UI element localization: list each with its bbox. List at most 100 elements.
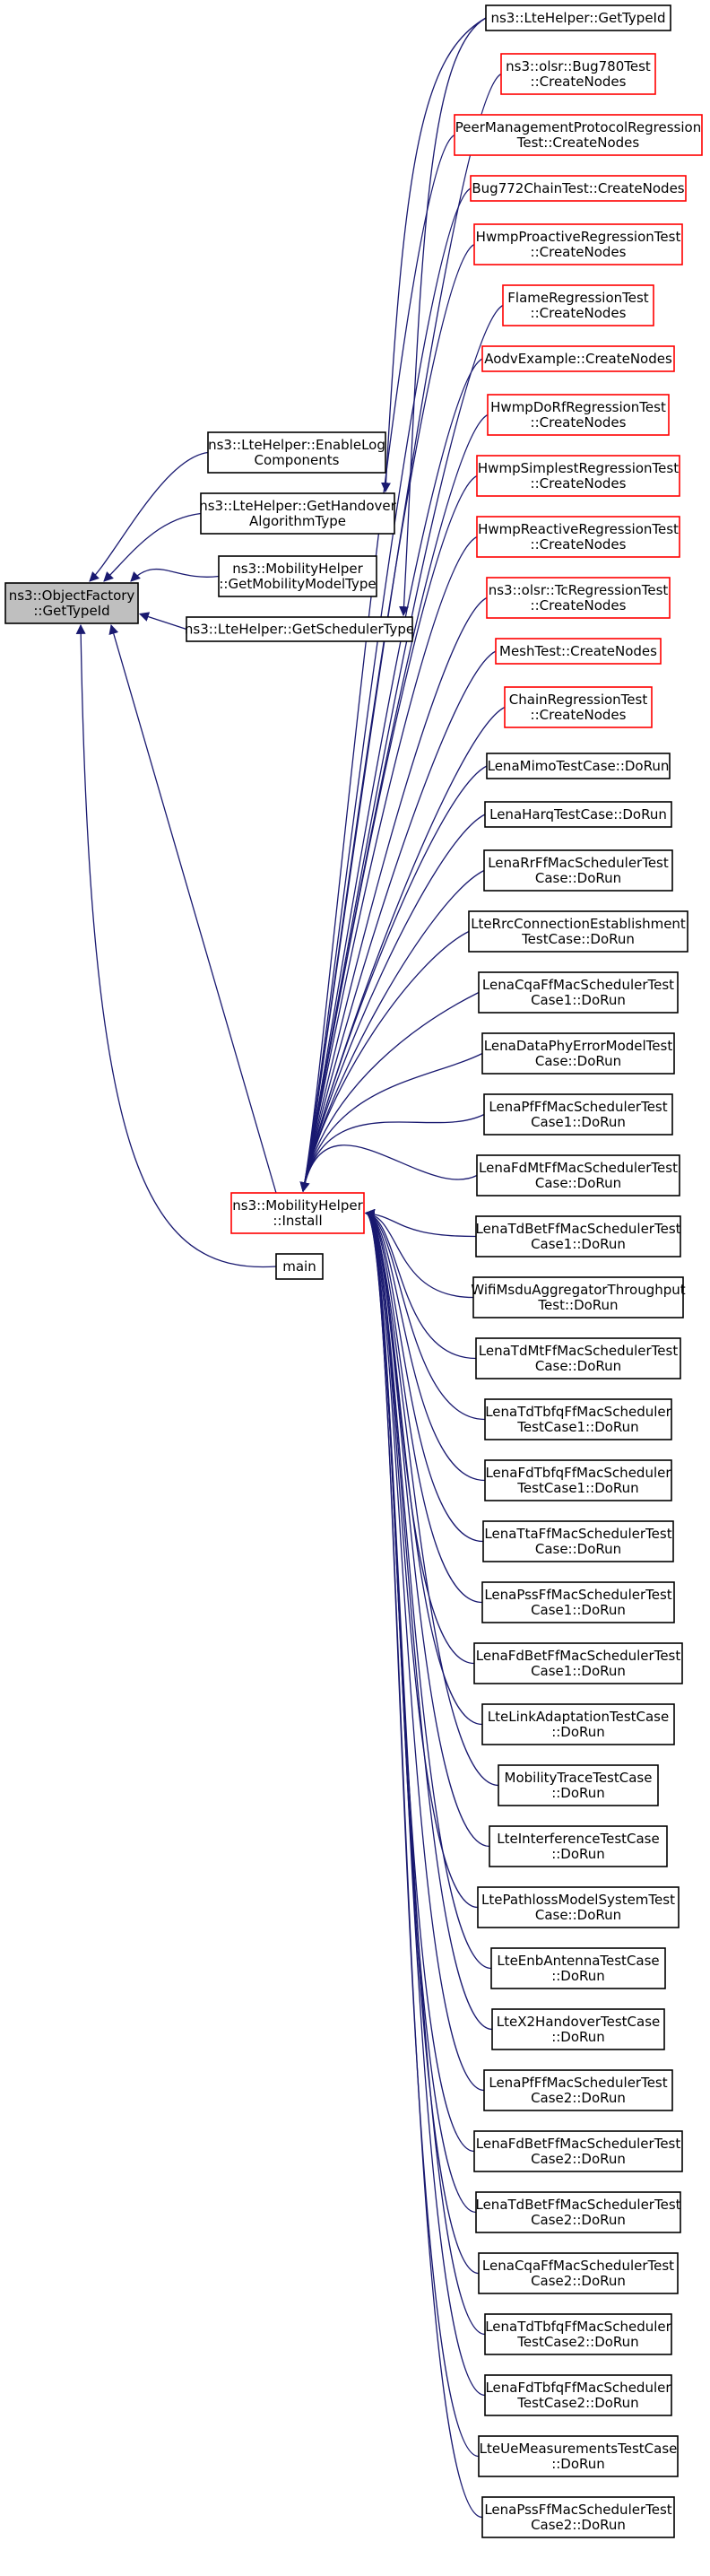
graph-node[interactable]: HwmpReactiveRegressionTest::CreateNodes bbox=[476, 516, 680, 558]
node-label: TestCase::DoRun bbox=[521, 931, 635, 947]
node-box bbox=[475, 1337, 681, 1379]
node-label: ::GetTypeId bbox=[33, 603, 109, 619]
node-label: Test::DoRun bbox=[537, 1297, 618, 1313]
call-edge bbox=[364, 1209, 486, 1482]
graph-node[interactable]: LteEnbAntennaTestCase::DoRun bbox=[490, 1947, 666, 1989]
graph-node[interactable]: LenaHarqTestCase::DoRun bbox=[484, 801, 672, 828]
node-label: WifiMsduAggregatorThroughput bbox=[471, 1282, 685, 1298]
node-box bbox=[470, 175, 687, 202]
graph-node[interactable]: FlameRegressionTest::CreateNodes bbox=[502, 284, 654, 326]
node-box bbox=[481, 1703, 675, 1745]
graph-node[interactable]: HwmpProactiveRegressionTest::CreateNodes bbox=[473, 223, 683, 265]
node-box bbox=[483, 2069, 673, 2111]
graph-node[interactable]: HwmpDoRfRegressionTest::CreateNodes bbox=[487, 394, 670, 436]
node-label: ns3::LteHelper::GetSchedulerType bbox=[185, 622, 414, 638]
node-label: Case1::DoRun bbox=[531, 1114, 626, 1130]
call-edge bbox=[89, 451, 209, 582]
graph-node[interactable]: LenaMimoTestCase::DoRun bbox=[486, 753, 671, 779]
node-label: LenaTdBetFfMacSchedulerTest bbox=[475, 1221, 680, 1237]
node-label: LenaFdBetFfMacSchedulerTest bbox=[476, 1648, 681, 1664]
call-edge bbox=[299, 991, 480, 1193]
node-label: LenaFdTbfqFfMacScheduler bbox=[485, 2380, 671, 2396]
graph-node[interactable]: ns3::LteHelper::GetSchedulerType bbox=[185, 616, 414, 642]
graph-node[interactable]: ns3::ObjectFactory::GetTypeId bbox=[4, 582, 139, 624]
node-label: LteEnbAntennaTestCase bbox=[497, 1953, 659, 1969]
node-label: PeerManagementProtocolRegression bbox=[455, 119, 701, 135]
node-box bbox=[454, 114, 703, 156]
graph-node[interactable]: Bug772ChainTest::CreateNodes bbox=[470, 175, 687, 202]
graph-node[interactable]: HwmpSimplestRegressionTest::CreateNodes bbox=[476, 455, 680, 497]
node-label: HwmpDoRfRegressionTest bbox=[490, 399, 666, 415]
node-label: LteRrcConnectionEstablishment bbox=[471, 916, 686, 932]
node-label: TestCase2::DoRun bbox=[516, 2334, 638, 2350]
graph-node[interactable]: main bbox=[275, 1253, 324, 1280]
node-box bbox=[275, 1253, 324, 1280]
node-label: LenaTdMtFfMacSchedulerTest bbox=[479, 1343, 679, 1359]
node-label: Case1::DoRun bbox=[531, 1663, 626, 1679]
node-box bbox=[484, 801, 672, 828]
node-label: Case2::DoRun bbox=[531, 2212, 626, 2228]
graph-node[interactable]: ns3::olsr::TcRegressionTest::CreateNodes bbox=[486, 577, 671, 619]
graph-node[interactable]: ns3::MobilityHelper::Install bbox=[230, 1192, 365, 1234]
call-edge bbox=[299, 1144, 478, 1193]
node-box bbox=[498, 1764, 659, 1806]
graph-node[interactable]: LteUeMeasurementsTestCase::DoRun bbox=[478, 2435, 679, 2477]
call-edge bbox=[299, 596, 488, 1193]
call-edge bbox=[364, 1209, 484, 1543]
node-box bbox=[486, 577, 671, 619]
node-box bbox=[476, 1154, 680, 1197]
node-box bbox=[477, 1886, 680, 1928]
call-edge bbox=[108, 623, 277, 1194]
node-box bbox=[491, 2008, 665, 2050]
graph-node[interactable]: ns3::MobilityHelper::GetMobilityModelTyp… bbox=[218, 555, 377, 597]
graph-node[interactable]: LteInterferenceTestCase::DoRun bbox=[489, 1825, 668, 1867]
node-box bbox=[481, 1032, 675, 1075]
node-label: ::DoRun bbox=[551, 1785, 605, 1801]
graph-node[interactable]: ns3::LteHelper::GetTypeId bbox=[485, 4, 671, 31]
call-edge bbox=[103, 512, 202, 582]
node-label: ::CreateNodes bbox=[531, 74, 627, 90]
graph-node[interactable]: PeerManagementProtocolRegressionTest::Cr… bbox=[454, 114, 703, 156]
node-box bbox=[504, 686, 653, 728]
graph-node[interactable]: MobilityTraceTestCase::DoRun bbox=[498, 1764, 659, 1806]
node-label: ::Install bbox=[273, 1213, 322, 1229]
graph-node[interactable]: ChainRegressionTest::CreateNodes bbox=[504, 686, 653, 728]
graph-node[interactable]: LteRrcConnectionEstablishmentTestCase::D… bbox=[468, 910, 688, 953]
node-label: HwmpReactiveRegressionTest bbox=[478, 521, 679, 537]
node-box bbox=[207, 431, 386, 474]
graph-node[interactable]: AodvExample::CreateNodes bbox=[481, 345, 675, 372]
node-label: Case::DoRun bbox=[535, 870, 621, 886]
node-box bbox=[484, 2374, 672, 2416]
graph-node[interactable]: MeshTest::CreateNodes bbox=[495, 638, 662, 665]
call-edge bbox=[364, 1209, 486, 2336]
graph-node[interactable]: LteLinkAdaptationTestCase::DoRun bbox=[481, 1703, 675, 1745]
node-label: Case2::DoRun bbox=[531, 2273, 626, 2289]
graph-node[interactable]: LteX2HandoverTestCase::DoRun bbox=[491, 2008, 665, 2050]
graph-node[interactable]: ns3::olsr::Bug780Test::CreateNodes bbox=[500, 53, 656, 95]
node-label: Test::CreateNodes bbox=[516, 135, 640, 151]
